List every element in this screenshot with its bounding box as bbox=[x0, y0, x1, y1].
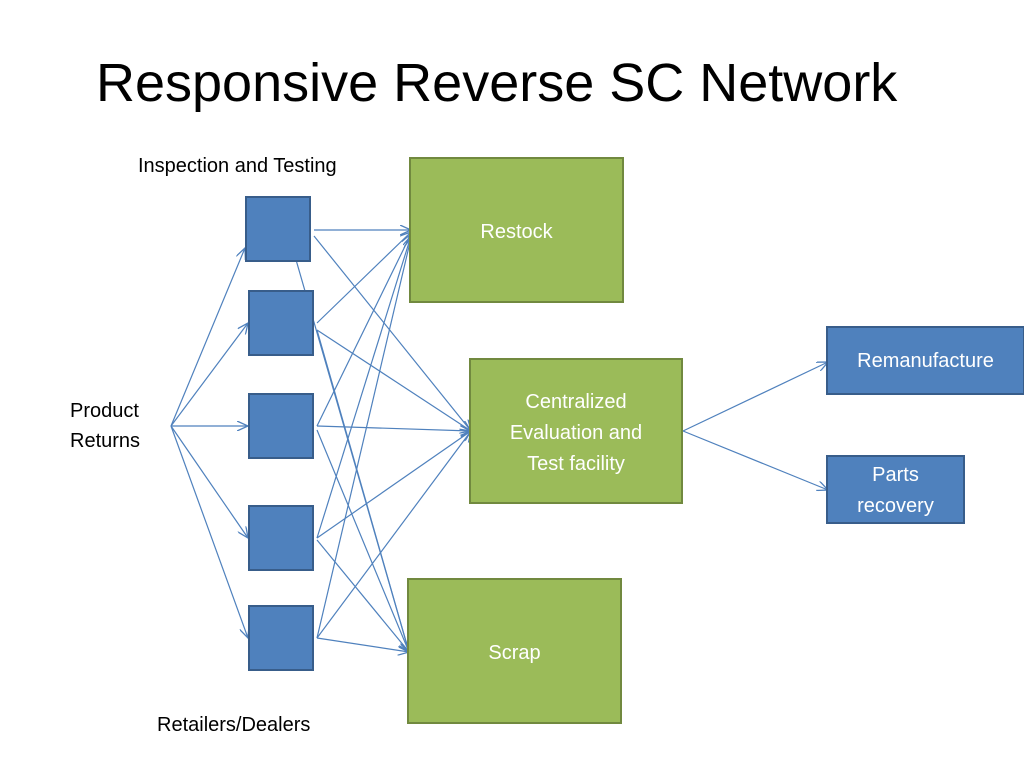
scrap-label: Scrap bbox=[488, 642, 541, 664]
label-inspection-testing: Inspection and Testing bbox=[138, 155, 337, 177]
parts-recovery-box: Parts recovery bbox=[826, 455, 965, 524]
central-evaluation-box: Centralized Evaluation and Test facility bbox=[469, 358, 683, 504]
remanufacture-box: Remanufacture bbox=[826, 326, 1024, 395]
parts-label-line-1: Parts bbox=[872, 464, 919, 486]
label-retailers-dealers: Retailers/Dealers bbox=[157, 714, 311, 736]
remanufacture-label: Remanufacture bbox=[857, 350, 994, 372]
restock-label: Restock bbox=[480, 221, 553, 243]
inspection-square-5 bbox=[248, 605, 314, 671]
scrap-box: Scrap bbox=[407, 578, 622, 724]
slide-title: Responsive Reverse SC Network bbox=[96, 53, 898, 113]
inspection-square-4 bbox=[248, 505, 314, 571]
parts-label-line-2: recovery bbox=[857, 495, 934, 517]
central-label-line-3: Test facility bbox=[527, 453, 625, 475]
central-label-line-1: Centralized bbox=[525, 391, 627, 413]
label-product-returns: Product Returns bbox=[70, 400, 141, 452]
inspection-to-central-arrows bbox=[313, 235, 471, 639]
returns-to-inspection-arrows bbox=[170, 248, 248, 638]
inspection-to-restock-arrows bbox=[314, 230, 411, 639]
inspection-square-1 bbox=[245, 196, 311, 262]
inspection-square-3 bbox=[248, 393, 314, 459]
central-to-outputs-arrows bbox=[682, 362, 828, 490]
inspection-square-2 bbox=[248, 290, 314, 356]
central-label-line-2: Evaluation and bbox=[509, 422, 643, 444]
restock-box: Restock bbox=[409, 157, 624, 303]
